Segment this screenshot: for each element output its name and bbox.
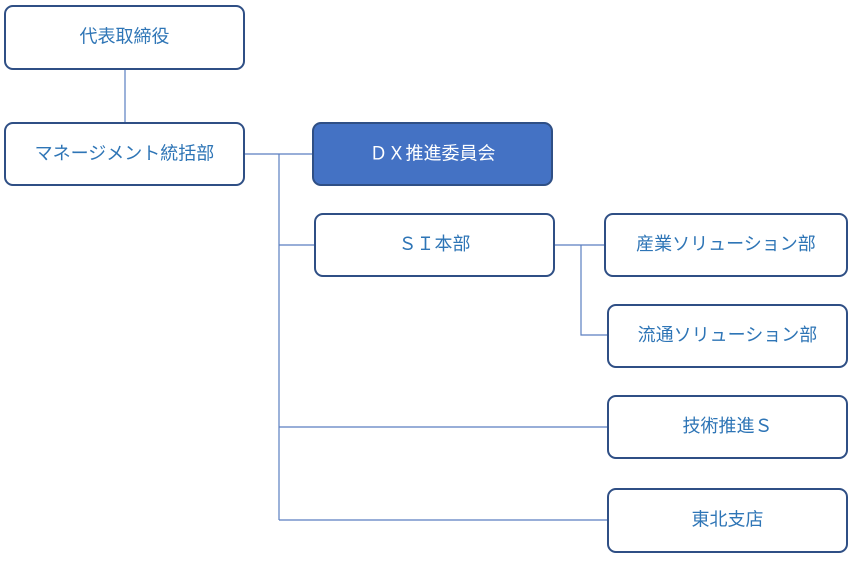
node-tech-promotion[interactable]: 技術推進Ｓ bbox=[607, 395, 848, 459]
node-ceo-label: 代表取締役 bbox=[80, 27, 170, 48]
node-si-hq[interactable]: ＳＩ本部 bbox=[314, 213, 555, 277]
node-dx-committee-label: ＤＸ推進委員会 bbox=[370, 144, 496, 165]
node-management-label: マネージメント統括部 bbox=[35, 144, 215, 165]
node-industry-solutions-label: 産業ソリューション部 bbox=[636, 234, 816, 255]
node-management[interactable]: マネージメント統括部 bbox=[4, 122, 245, 186]
node-tohoku-branch[interactable]: 東北支店 bbox=[607, 488, 848, 553]
node-tech-promotion-label: 技術推進Ｓ bbox=[683, 416, 773, 437]
node-distribution-solutions-label: 流通ソリューション部 bbox=[638, 325, 818, 346]
node-dx-committee[interactable]: ＤＸ推進委員会 bbox=[312, 122, 553, 186]
node-ceo[interactable]: 代表取締役 bbox=[4, 5, 245, 70]
connector-si-vertical bbox=[580, 245, 609, 336]
node-si-hq-label: ＳＩ本部 bbox=[399, 234, 471, 255]
node-tohoku-branch-label: 東北支店 bbox=[692, 510, 764, 531]
node-industry-solutions[interactable]: 産業ソリューション部 bbox=[604, 213, 848, 277]
node-distribution-solutions[interactable]: 流通ソリューション部 bbox=[607, 304, 848, 368]
connector-lines bbox=[124, 69, 609, 521]
